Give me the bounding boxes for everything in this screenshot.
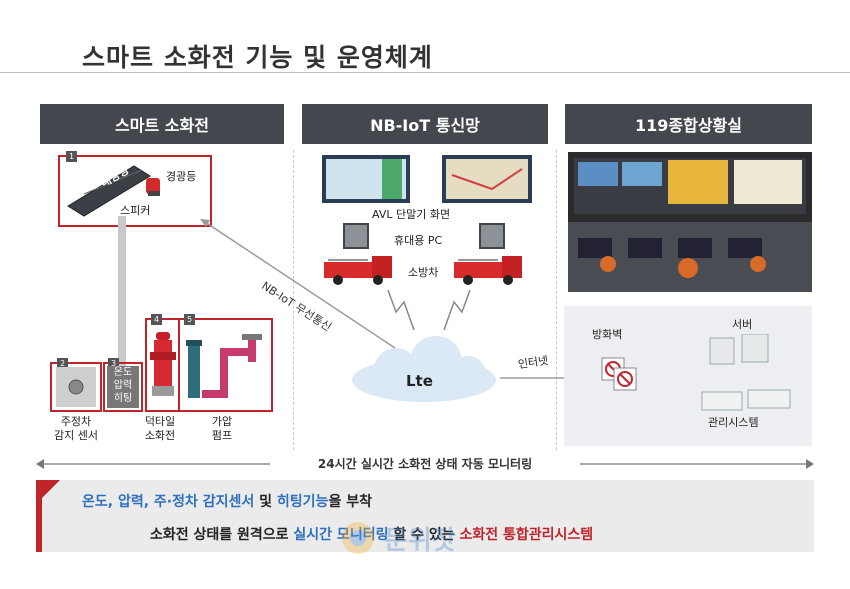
monitoring-label: 24시간 실시간 소화전 상태 자동 모니터링 xyxy=(270,455,580,473)
avl-screens-icon xyxy=(322,155,532,203)
parking-sensor-line2: 감지 센서 xyxy=(54,429,98,442)
sensor-pressure-label: 압력 xyxy=(113,380,133,391)
fire-truck-icon xyxy=(454,256,522,285)
summary-heating: 히팅기능 xyxy=(276,494,329,510)
avl-label: AVL 단말기 화면 xyxy=(372,208,451,221)
summary-line-1: 온도, 압력, 주·정차 감지센서 및 히팅기능을 부착 xyxy=(82,491,372,511)
fire-truck-label: 소방차 xyxy=(408,266,439,279)
badge-2: 2 xyxy=(57,358,68,369)
hydrant-label: 덕타일 소화전 xyxy=(132,415,188,443)
lte-label: Lte xyxy=(406,372,433,390)
summary-system: 소화전 통합관리시스템 xyxy=(459,527,594,543)
header-119-label: 119종합상황실 xyxy=(635,116,742,135)
summary-attach: 을 부착 xyxy=(328,494,372,510)
header-smart-hydrant-label: 스마트 소화전 xyxy=(115,116,209,135)
mgmt-system-icon xyxy=(701,389,791,411)
pump-label: 가압 펌프 xyxy=(196,415,248,443)
watermark-text: 문위잣 xyxy=(384,525,456,556)
portable-pc-icon xyxy=(343,223,369,249)
hydrant-line1: 덕타일 xyxy=(144,415,176,428)
pump-line1: 가압 xyxy=(211,415,233,428)
server-icon xyxy=(709,334,769,365)
page-title: 스마트 소화전 기능 및 운영체계 xyxy=(82,43,433,72)
badge-5: 5 xyxy=(184,314,195,325)
sensor-temp-label: 온도 xyxy=(113,367,133,378)
summary-accent-bar xyxy=(36,480,42,552)
summary-can: 할 수 있는 xyxy=(388,527,460,543)
hydrant-icon xyxy=(150,332,176,396)
warning-light-icon xyxy=(146,178,160,196)
temp-pressure-box xyxy=(103,362,143,412)
header-nbiot-network: NB-IoT 통신망 xyxy=(302,104,548,144)
hydrant-line2: 소화전 xyxy=(144,429,176,442)
mgmt-system-label: 관리시스템 xyxy=(708,416,759,429)
summary-sensors: 온도, 압력, 주·정차 감지센서 xyxy=(82,494,255,510)
solar-speaker-box xyxy=(58,155,212,227)
badge-4: 4 xyxy=(151,314,162,325)
summary-realtime: 실시간 모니터링 xyxy=(293,527,389,543)
summary-line-2: 소화전 상태를 원격으로 실시간 모니터링 할 수 있는 소화전 통합관리시스템 xyxy=(150,524,593,544)
portable-pc-icon xyxy=(479,223,505,249)
solar-panel-icon xyxy=(67,165,151,217)
parking-sensor-line1: 주정차 xyxy=(60,415,92,428)
situation-room-photo xyxy=(568,152,812,292)
hydrant-pump-box xyxy=(145,318,273,412)
sensor-lens-icon xyxy=(68,379,84,395)
sensor-heating-label: 히팅 xyxy=(113,393,133,404)
column-divider xyxy=(556,150,557,450)
speaker-label: 스피커 xyxy=(120,204,151,217)
badge-1: 1 xyxy=(66,151,77,162)
firewall-icon xyxy=(601,357,637,391)
fire-truck-icon xyxy=(324,256,392,285)
warning-light-label: 경광등 xyxy=(166,170,197,183)
monitoring-row: 24시간 실시간 소화전 상태 자동 모니터링 xyxy=(36,455,814,473)
pump-line2: 펌프 xyxy=(211,429,233,442)
summary-accent-corner xyxy=(36,480,60,504)
summary-band xyxy=(36,480,814,552)
badge-3: 3 xyxy=(108,358,119,369)
watermark: 문위잣 xyxy=(338,518,456,558)
header-smart-hydrant: 스마트 소화전 xyxy=(40,104,284,144)
firewall-label: 방화벽 xyxy=(592,328,623,341)
parking-sensor-box xyxy=(50,362,102,412)
header-119-center: 119종합상황실 xyxy=(565,104,812,144)
summary-and: 및 xyxy=(254,494,277,510)
parking-sensor-label: 주정차 감지 센서 xyxy=(46,415,106,443)
pump-icon xyxy=(186,334,262,398)
summary-remote: 소화전 상태를 원격으로 xyxy=(150,527,294,543)
hydrant-pump-divider xyxy=(178,318,180,412)
temp-pressure-device: 온도 압력 히팅 xyxy=(107,366,139,408)
pole xyxy=(118,216,126,366)
watermark-logo-icon xyxy=(342,522,374,554)
portable-pc-label: 휴대용 PC xyxy=(394,234,443,247)
lte-cloud-icon xyxy=(352,336,496,402)
header-nbiot-label: NB-IoT 통신망 xyxy=(370,116,480,135)
server-label: 서버 xyxy=(732,318,753,331)
title-divider xyxy=(0,72,850,73)
column-divider xyxy=(293,150,294,450)
